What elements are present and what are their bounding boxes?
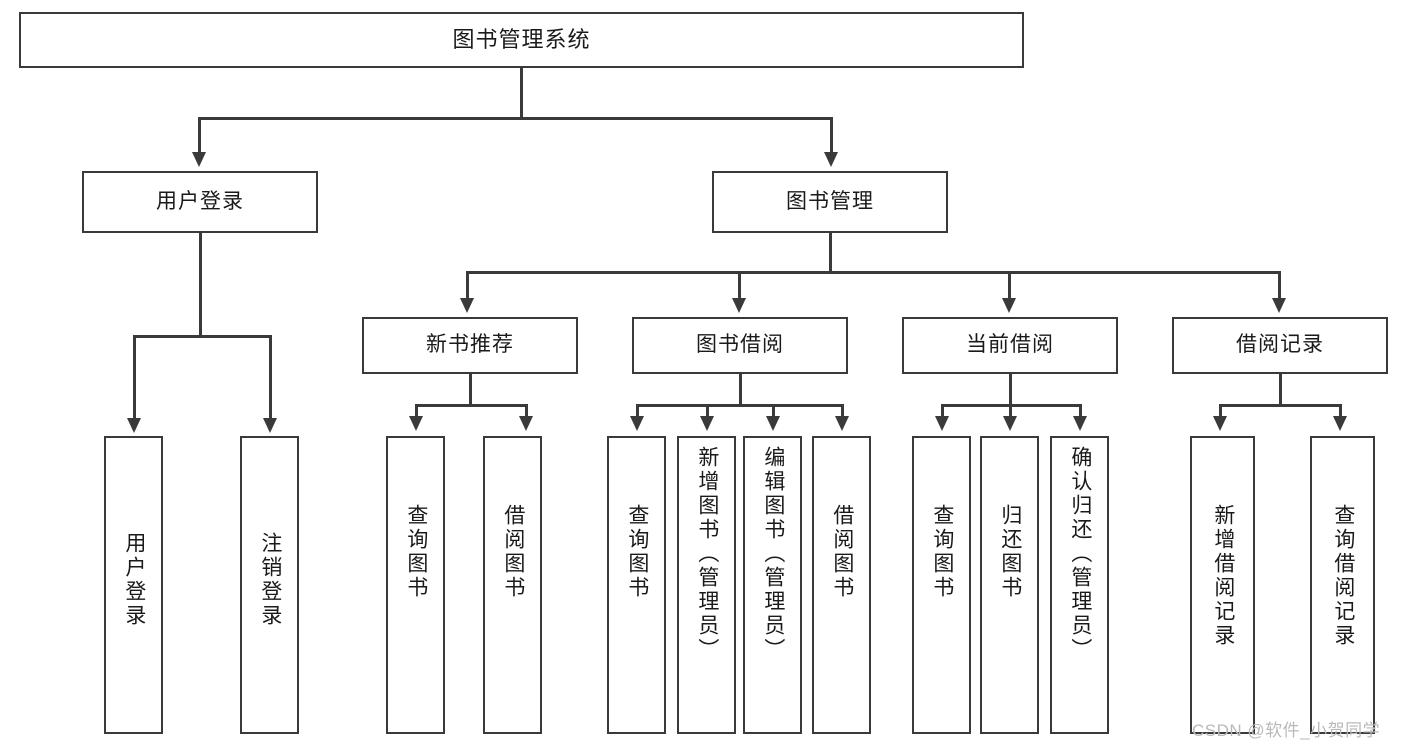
node-label: 查询图书 <box>930 504 954 600</box>
leaf-return-book[interactable]: 归还图书 <box>980 436 1039 734</box>
connector-book-borrow-drop-3 <box>772 404 775 419</box>
node-label: 用户登录 <box>156 189 244 213</box>
connector-root-stem <box>520 68 523 119</box>
node-label: 借阅图书 <box>501 504 525 600</box>
node-borrow-record[interactable]: 借阅记录 <box>1172 317 1388 374</box>
node-label: 借阅记录 <box>1236 333 1324 357</box>
connector-borrow-record-drop-1 <box>1219 404 1222 419</box>
connector-book-manage-drop-2 <box>738 271 741 301</box>
connector-current-borrow-drop-3 <box>1079 404 1082 419</box>
connector-book-borrow-drop-1 <box>636 404 639 419</box>
connector-user-login-drop-1 <box>133 335 136 421</box>
node-label: 编辑图书（管理员） <box>761 446 785 662</box>
node-current-borrow[interactable]: 当前借阅 <box>902 317 1118 374</box>
leaf-edit-book-admin[interactable]: 编辑图书（管理员） <box>743 436 802 734</box>
connector-current-borrow-stem <box>1009 374 1012 406</box>
leaf-borrow-book[interactable]: 借阅图书 <box>812 436 871 734</box>
connector-borrow-record-bus <box>1219 404 1339 407</box>
arrowhead-current-borrow-leaf-3 <box>1073 416 1087 431</box>
leaf-confirm-return-admin[interactable]: 确认归还（管理员） <box>1050 436 1109 734</box>
arrowhead-new-book-leaf-1 <box>409 416 423 431</box>
node-book-management[interactable]: 图书管理 <box>712 171 948 233</box>
arrowhead-current-borrow-leaf-2 <box>1003 416 1017 431</box>
arrowhead-to-book-manage <box>824 152 838 167</box>
node-new-book-recommend[interactable]: 新书推荐 <box>362 317 578 374</box>
node-label: 确认归还（管理员） <box>1068 446 1092 662</box>
connector-book-manage-drop-3 <box>1008 271 1011 301</box>
connector-book-borrow-drop-2 <box>706 404 709 419</box>
leaf-add-book-admin[interactable]: 新增图书（管理员） <box>677 436 736 734</box>
node-label: 图书借阅 <box>696 333 784 357</box>
node-label: 新书推荐 <box>426 333 514 357</box>
node-label: 当前借阅 <box>966 333 1054 357</box>
connector-current-borrow-drop-2 <box>1009 404 1012 419</box>
leaf-logout[interactable]: 注销登录 <box>240 436 299 734</box>
leaf-user-login[interactable]: 用户登录 <box>104 436 163 734</box>
connector-user-login-stem <box>199 233 202 337</box>
node-root-system[interactable]: 图书管理系统 <box>19 12 1024 68</box>
node-label: 借阅图书 <box>830 504 854 600</box>
node-book-borrow[interactable]: 图书借阅 <box>632 317 848 374</box>
arrowhead-borrow-record <box>1272 298 1286 313</box>
arrowhead-new-book <box>460 298 474 313</box>
node-label: 图书管理系统 <box>452 27 591 53</box>
connector-borrow-record-stem <box>1279 374 1282 406</box>
connector-book-manage-bus <box>466 271 1280 274</box>
leaf-new-book-query[interactable]: 查询图书 <box>386 436 445 734</box>
arrowhead-borrow-record-leaf-2 <box>1333 416 1347 431</box>
connector-book-borrow-stem <box>739 374 742 406</box>
node-user-login[interactable]: 用户登录 <box>82 171 318 233</box>
arrowhead-new-book-leaf-2 <box>519 416 533 431</box>
node-label: 归还图书 <box>998 504 1022 600</box>
connector-root-to-book-manage <box>830 117 833 155</box>
node-label: 新增借阅记录 <box>1211 504 1235 648</box>
watermark-text: CSDN @软件_小贺同学 <box>1192 721 1381 740</box>
node-label: 查询图书 <box>625 504 649 600</box>
node-label: 查询图书 <box>404 504 428 600</box>
connector-new-book-drop-1 <box>415 404 418 419</box>
connector-book-manage-drop-4 <box>1278 271 1281 301</box>
arrowhead-to-user-login <box>192 152 206 167</box>
connector-book-manage-stem <box>829 233 832 273</box>
connector-new-book-drop-2 <box>525 404 528 419</box>
connector-new-book-bus <box>415 404 525 407</box>
arrowhead-user-login-2 <box>263 418 277 433</box>
leaf-borrow-query-book[interactable]: 查询图书 <box>607 436 666 734</box>
leaf-add-borrow-record[interactable]: 新增借阅记录 <box>1190 436 1255 734</box>
arrowhead-book-borrow-leaf-2 <box>700 416 714 431</box>
arrowhead-book-borrow-leaf-4 <box>835 416 849 431</box>
connector-root-to-user-login <box>198 117 201 155</box>
leaf-current-query-book[interactable]: 查询图书 <box>912 436 971 734</box>
arrowhead-book-borrow-leaf-1 <box>630 416 644 431</box>
connector-new-book-stem <box>469 374 472 406</box>
arrowhead-book-borrow-leaf-3 <box>766 416 780 431</box>
connector-book-borrow-drop-4 <box>841 404 844 419</box>
leaf-query-borrow-record[interactable]: 查询借阅记录 <box>1310 436 1375 734</box>
leaf-new-book-borrow[interactable]: 借阅图书 <box>483 436 542 734</box>
connector-user-login-drop-2 <box>269 335 272 421</box>
connector-current-borrow-drop-1 <box>941 404 944 419</box>
arrowhead-current-borrow-leaf-1 <box>935 416 949 431</box>
arrowhead-book-borrow <box>732 298 746 313</box>
connector-borrow-record-drop-2 <box>1339 404 1342 419</box>
connector-book-manage-drop-1 <box>466 271 469 301</box>
node-label: 注销登录 <box>258 532 282 628</box>
node-label: 图书管理 <box>786 189 874 213</box>
arrowhead-current-borrow <box>1002 298 1016 313</box>
arrowhead-borrow-record-leaf-1 <box>1213 416 1227 431</box>
connector-root-bus <box>198 117 832 120</box>
connector-user-login-bus <box>133 335 269 338</box>
connector-book-borrow-bus <box>636 404 842 407</box>
node-label: 用户登录 <box>122 532 146 628</box>
node-label: 查询借阅记录 <box>1331 504 1355 648</box>
node-label: 新增图书（管理员） <box>695 446 719 662</box>
arrowhead-user-login-1 <box>127 418 141 433</box>
